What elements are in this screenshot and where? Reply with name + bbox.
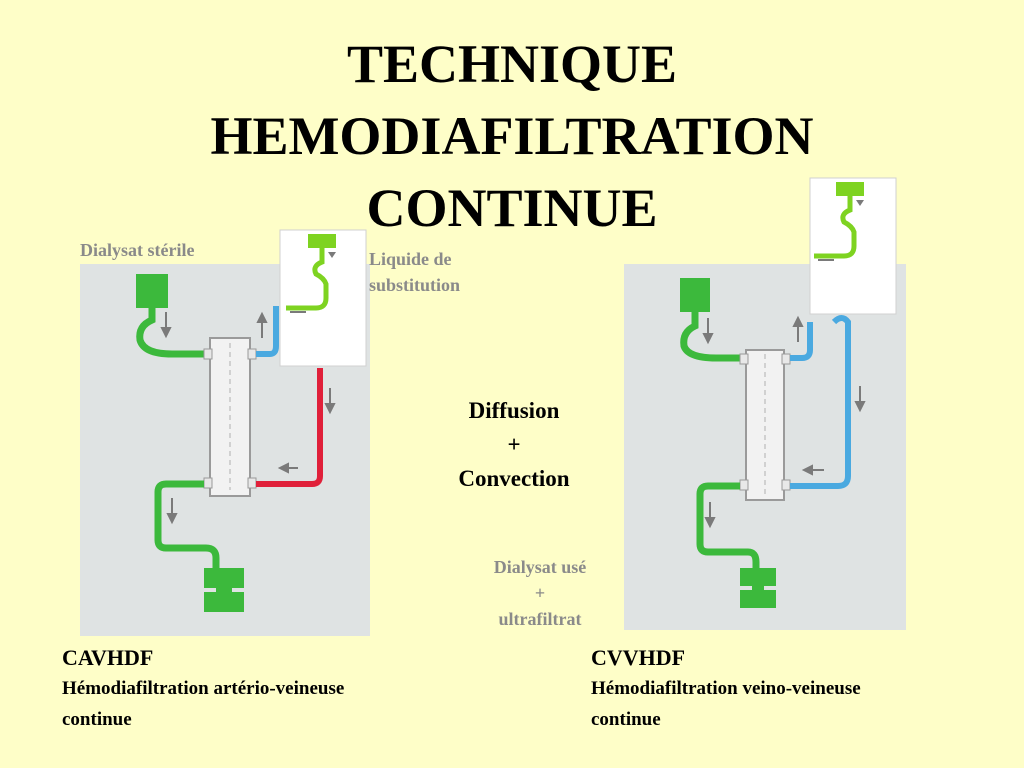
diffusion-convection-text: Diffusion + Convection — [430, 394, 598, 496]
right-collection-bag — [740, 568, 776, 586]
diffusion-label: Diffusion — [468, 398, 560, 423]
liquide-substitution-label: Liquide de substitution — [369, 246, 460, 298]
right-dialysate-in-tube — [680, 312, 744, 362]
title-line-2: HEMODIAFILTRATION — [210, 106, 814, 166]
convection-label: Convection — [458, 466, 570, 491]
liquide-line-1: Liquide de — [369, 249, 452, 269]
left-dialysate-in-tube — [136, 308, 210, 358]
ultrafiltrat-line: ultrafiltrat — [498, 609, 582, 629]
right-venous-tube — [790, 322, 813, 361]
left-dialysate-bag — [136, 274, 168, 308]
right-dialysate-out-tube — [696, 482, 760, 572]
plus-label: + — [507, 432, 521, 457]
cavhdf-code: CAVHDF — [62, 645, 154, 670]
cavhdf-diagram — [80, 229, 370, 636]
cvvhdf-description-line-2: continue — [591, 709, 661, 730]
cavhdf-description-line-2: continue — [62, 709, 132, 730]
cvvhdf-code: CVVHDF — [591, 645, 686, 670]
dialysat-use-plus: + — [534, 583, 546, 603]
right-blood-return-tube — [790, 315, 851, 489]
title-line-3: CONTINUE — [366, 178, 658, 238]
title-line-1: TECHNIQUE — [346, 34, 678, 94]
cvvhdf-diagram — [624, 177, 906, 630]
left-dialysate-out-tube — [154, 480, 220, 574]
right-flow-arrows — [702, 315, 866, 529]
cavhdf-description-line-1: Hémodiafiltration artério-veineuse — [62, 678, 345, 699]
left-flow-arrows — [160, 311, 336, 525]
page-title: TECHNIQUE HEMODIAFILTRATION CONTINUE — [0, 28, 1024, 244]
dialysat-use-label: Dialysat usé + ultrafiltrat — [470, 554, 610, 632]
left-arterial-tube — [256, 368, 323, 487]
left-caption: CAVHDF Hémodiafiltration artério-veineus… — [62, 642, 344, 735]
right-dialysate-bag — [680, 278, 710, 312]
right-caption: CVVHDF Hémodiafiltration veino-veineuse … — [591, 642, 861, 735]
left-venous-tube — [256, 306, 279, 357]
left-collection-bag — [204, 568, 244, 588]
liquide-line-2: substitution — [369, 275, 461, 295]
dialysat-sterile-label: Dialysat stérile — [80, 240, 195, 260]
dialysat-use-line: Dialysat usé — [493, 557, 587, 577]
cvvhdf-description-line-1: Hémodiafiltration veino-veineuse — [591, 678, 861, 699]
